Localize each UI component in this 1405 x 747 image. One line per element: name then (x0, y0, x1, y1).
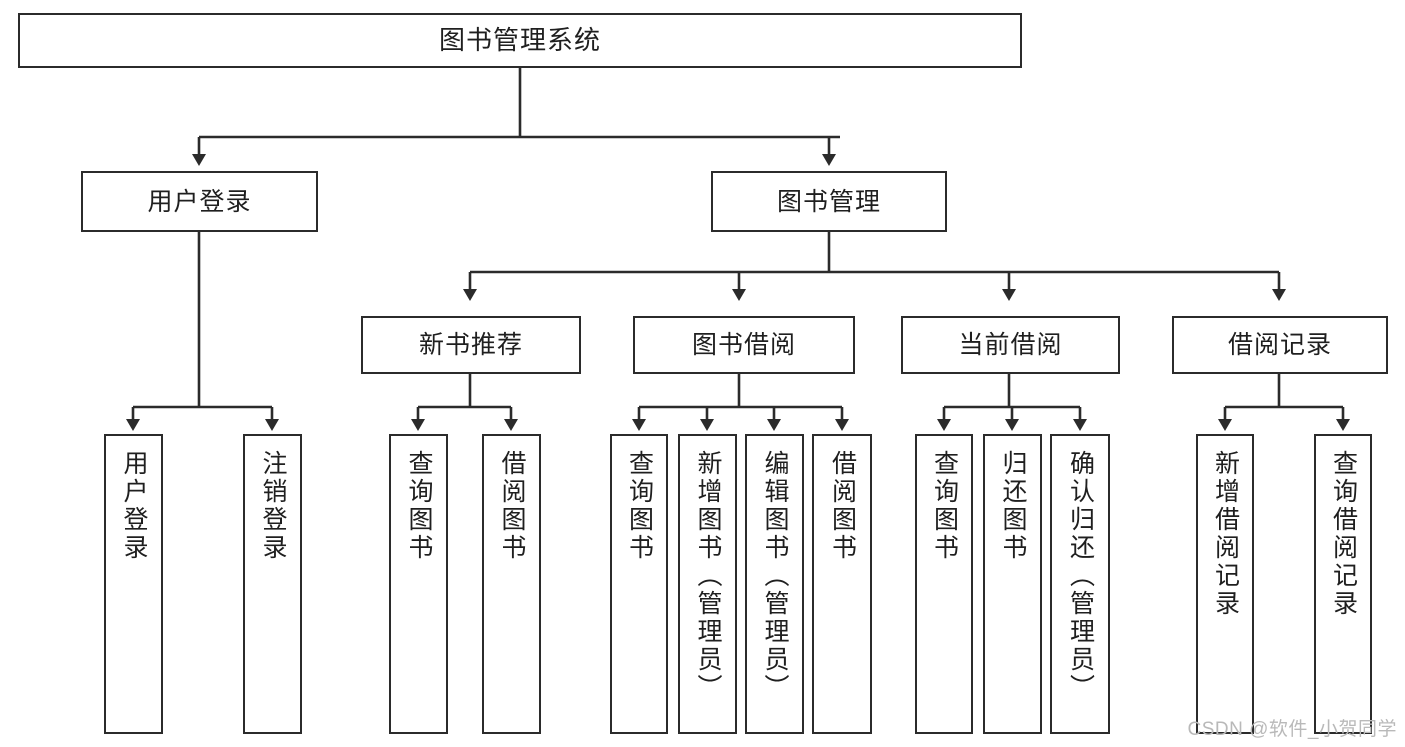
node-user-login-label: 用户登录 (147, 187, 252, 216)
node-book-borrow[interactable]: 图书借阅 (633, 316, 855, 374)
node-book-manage-label: 图书管理 (776, 187, 881, 216)
leaf-return-book[interactable]: 归还图书 (983, 434, 1042, 734)
leaf-query-book-2-label: 查询图书 (625, 450, 654, 562)
leaf-add-record[interactable]: 新增借阅记录 (1196, 434, 1254, 734)
leaf-confirm-return[interactable]: 确认归还（管理员） (1050, 434, 1110, 734)
leaf-add-book-label: 新增图书（管理员） (694, 450, 722, 702)
node-root[interactable]: 图书管理系统 (18, 13, 1022, 68)
leaf-borrow-book-2[interactable]: 借阅图书 (812, 434, 872, 734)
leaf-query-book-2[interactable]: 查询图书 (610, 434, 668, 734)
leaf-edit-book-label: 编辑图书（管理员） (761, 450, 789, 702)
node-current-borrow[interactable]: 当前借阅 (901, 316, 1120, 374)
node-new-book-rec-label: 新书推荐 (418, 331, 523, 359)
leaf-logout[interactable]: 注销登录 (243, 434, 302, 734)
leaf-query-book-1-label: 查询图书 (405, 450, 433, 562)
leaf-borrow-book-1-label: 借阅图书 (498, 450, 526, 562)
leaf-query-book-3[interactable]: 查询图书 (915, 434, 973, 734)
leaf-query-book-1[interactable]: 查询图书 (389, 434, 448, 734)
node-book-borrow-label: 图书借阅 (691, 331, 796, 359)
node-new-book-rec[interactable]: 新书推荐 (361, 316, 581, 374)
leaf-add-book[interactable]: 新增图书（管理员） (678, 434, 737, 734)
leaf-query-record[interactable]: 查询借阅记录 (1314, 434, 1372, 734)
leaf-user-login-label: 用户登录 (120, 450, 148, 562)
node-borrow-record[interactable]: 借阅记录 (1172, 316, 1388, 374)
leaf-return-book-label: 归还图书 (999, 450, 1027, 562)
leaf-logout-label: 注销登录 (259, 450, 287, 562)
node-borrow-record-label: 借阅记录 (1227, 331, 1332, 359)
leaf-query-book-3-label: 查询图书 (930, 450, 959, 562)
leaf-edit-book[interactable]: 编辑图书（管理员） (745, 434, 804, 734)
leaf-user-login[interactable]: 用户登录 (104, 434, 163, 734)
leaf-add-record-label: 新增借阅记录 (1211, 450, 1240, 618)
node-book-manage[interactable]: 图书管理 (711, 171, 947, 232)
leaf-query-record-label: 查询借阅记录 (1329, 450, 1358, 618)
node-current-borrow-label: 当前借阅 (958, 331, 1063, 359)
node-user-login[interactable]: 用户登录 (81, 171, 318, 232)
leaf-confirm-return-label: 确认归还（管理员） (1066, 450, 1095, 702)
csdn-watermark: CSDN @软件_小贺同学 (1187, 719, 1397, 740)
leaf-borrow-book-2-label: 借阅图书 (828, 450, 857, 562)
node-root-label: 图书管理系统 (438, 24, 601, 55)
leaf-borrow-book-1[interactable]: 借阅图书 (482, 434, 541, 734)
